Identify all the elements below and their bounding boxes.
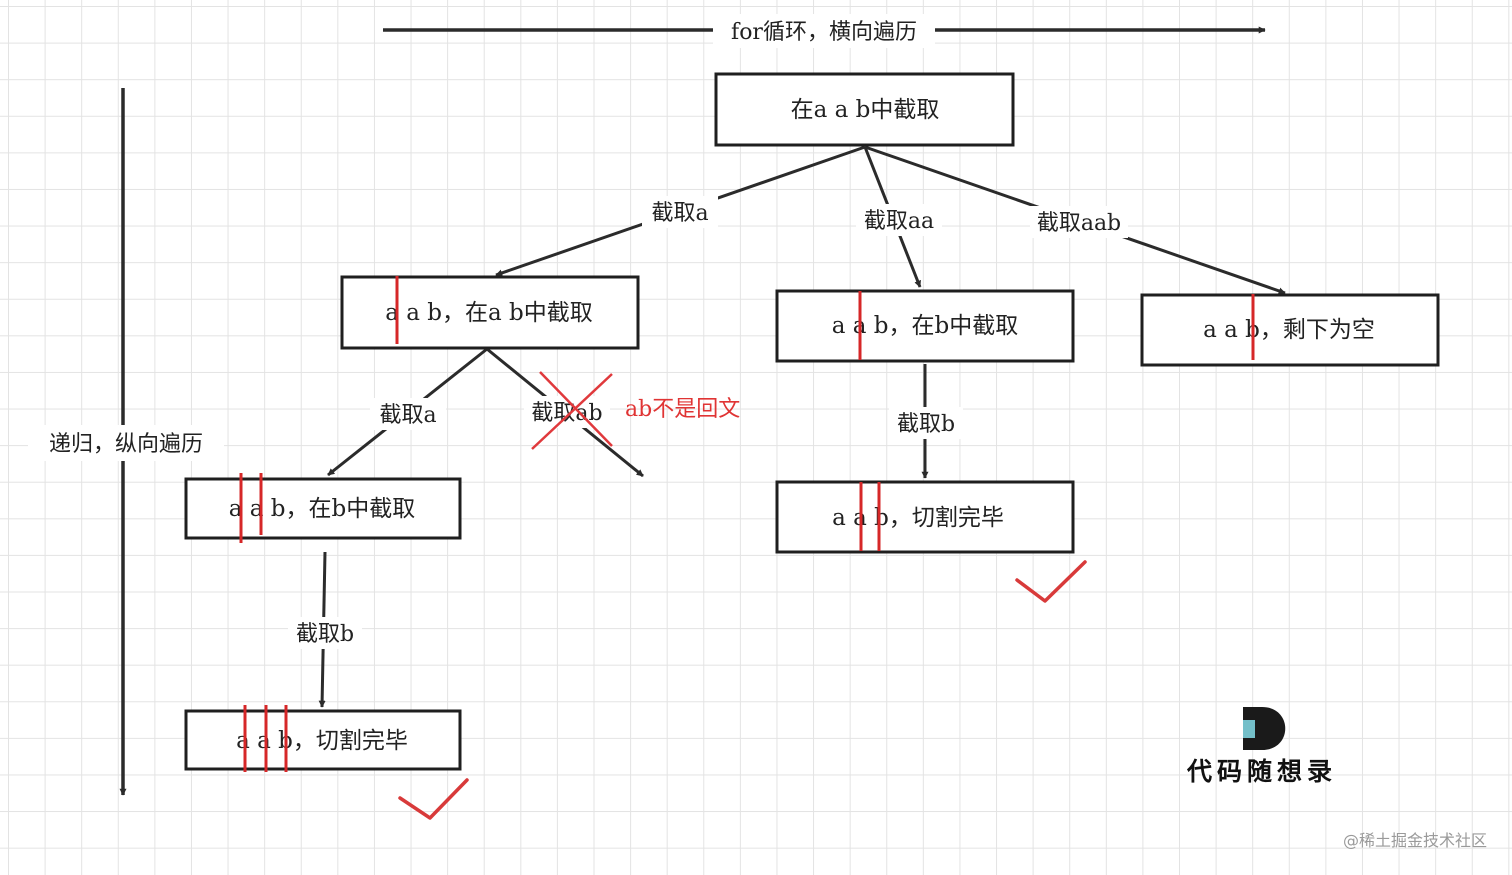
node-box xyxy=(775,480,1075,554)
edge-label-bg xyxy=(856,204,942,236)
edge-label-bg xyxy=(370,398,446,430)
node-label: a a b，在b中截取 xyxy=(832,313,1019,339)
node-left: a a b，在a b中截取 xyxy=(340,275,640,350)
node-middle-leaf: a a b，切割完毕 xyxy=(775,480,1075,554)
horizontal-axis: for循环，横向遍历 xyxy=(383,14,1266,48)
node-label: 在a a b中截取 xyxy=(791,97,940,123)
vertical-axis-label-bg xyxy=(28,425,224,461)
node-box xyxy=(714,72,1015,147)
watermark-text: @稀土掘金技术社区 xyxy=(1343,831,1487,850)
node-box xyxy=(184,709,462,771)
edge-label-left-leftleft: 截取a xyxy=(379,403,436,428)
vertical-axis-label: 递归，纵向遍历 xyxy=(49,432,203,457)
logo: 代码随想录 xyxy=(1186,707,1337,786)
edge-label-root-right: 截取aab xyxy=(1037,211,1121,236)
edges xyxy=(318,145,1286,708)
edge-labels: 截取a 截取aa 截取aab 截取a 截取ab 截取b 截取b xyxy=(288,196,1128,649)
edge-label-left-rejected: 截取ab xyxy=(531,401,602,426)
node-label: a a b，切割完毕 xyxy=(236,728,408,754)
rejection-cross xyxy=(531,371,613,450)
edge-label-bg xyxy=(642,196,718,228)
vertical-axis: 递归，纵向遍历 xyxy=(28,88,224,796)
node-box xyxy=(775,289,1075,363)
node-box xyxy=(340,275,640,350)
horizontal-axis-label: for循环，横向遍历 xyxy=(731,20,917,45)
node-left-left: a a b，在b中截取 xyxy=(184,473,462,543)
edge-label-bg xyxy=(889,407,963,439)
edge-label-leftleft-leaf: 截取b xyxy=(296,622,354,647)
logo-d-icon xyxy=(1243,707,1286,750)
cross-stroke xyxy=(531,373,613,450)
edge-label-bg xyxy=(288,617,362,649)
node-box xyxy=(184,477,462,540)
node-label: a a b，切割完毕 xyxy=(832,505,1004,531)
node-label: a a b，剩下为空 xyxy=(1203,317,1375,343)
node-root: 在a a b中截取 xyxy=(714,72,1015,147)
node-middle: a a b，在b中截取 xyxy=(775,289,1075,363)
node-left-left-leaf: a a b，切割完毕 xyxy=(184,705,462,772)
not-palindrome-note: ab不是回文 xyxy=(625,397,740,422)
node-label: a a b，在b中截取 xyxy=(229,496,416,522)
node-right: a a b，剩下为空 xyxy=(1140,293,1440,367)
check-mark-icon xyxy=(398,778,469,820)
edge-label-middle-leaf: 截取b xyxy=(897,412,955,437)
edge-label-bg xyxy=(1030,206,1128,238)
check-mark-icon xyxy=(1015,560,1087,603)
node-box xyxy=(1140,293,1440,367)
node-label: a a b，在a b中截取 xyxy=(385,300,593,326)
horizontal-axis-label-bg xyxy=(713,14,935,48)
logo-text: 代码随想录 xyxy=(1186,757,1337,786)
edge-label-root-middle: 截取aa xyxy=(864,209,934,234)
edge-label-root-left: 截取a xyxy=(651,201,708,226)
